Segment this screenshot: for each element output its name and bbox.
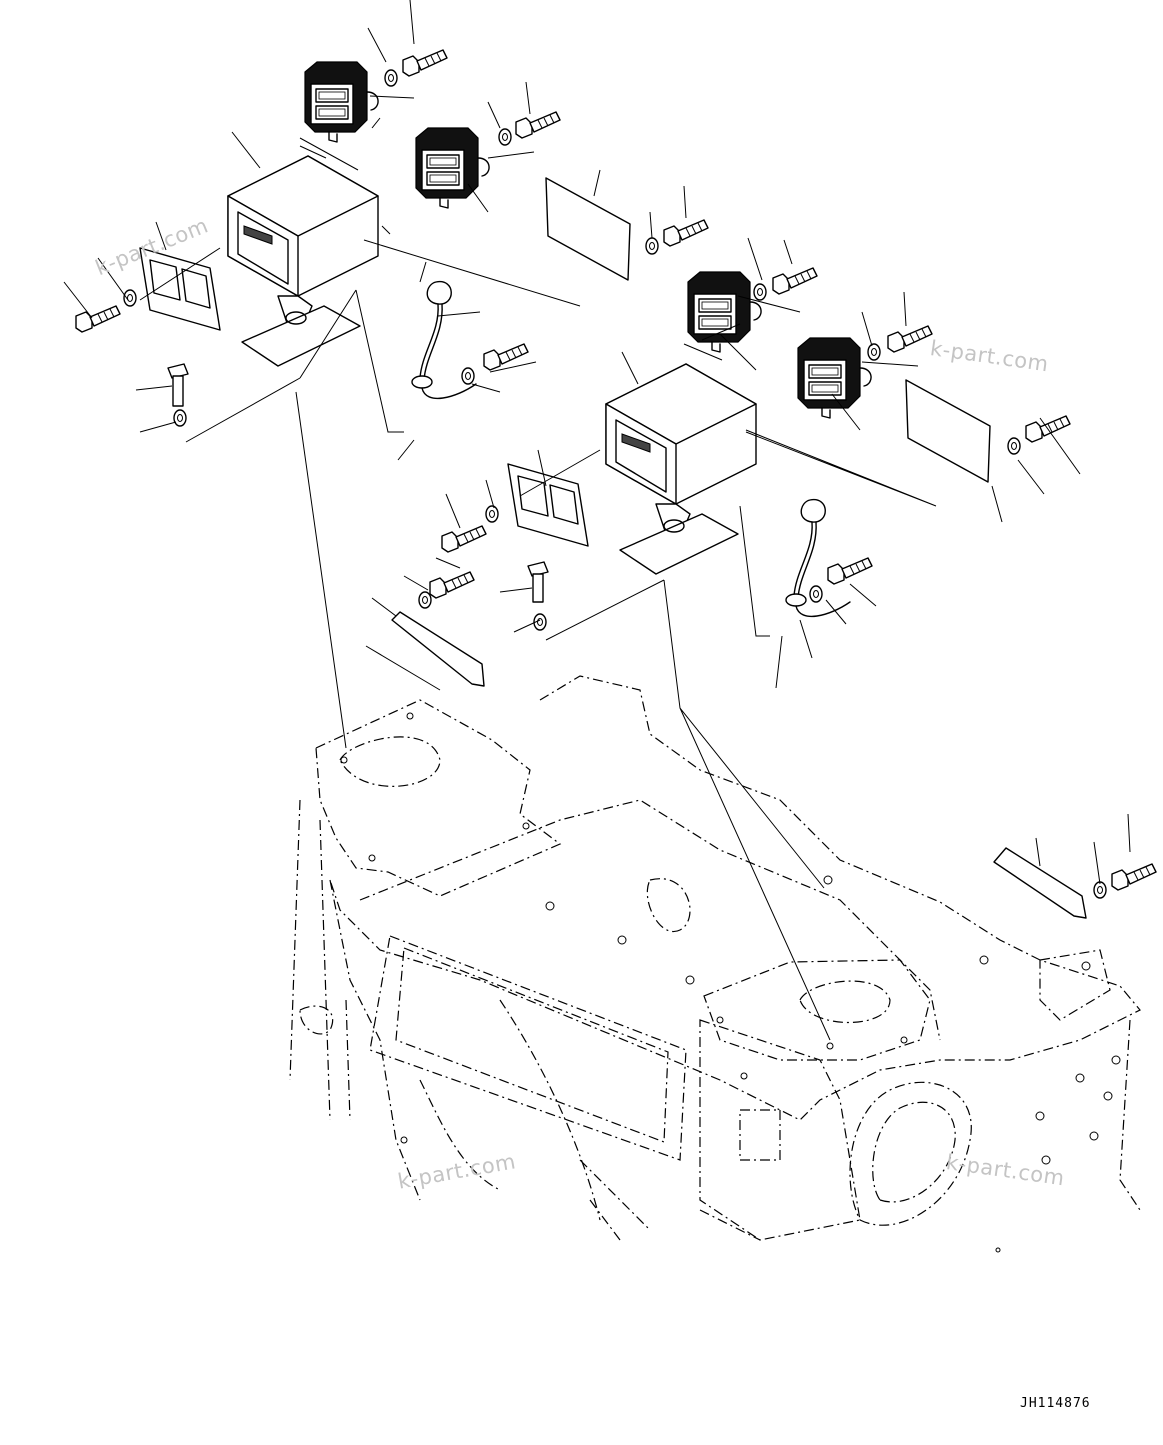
cover-plate-icon bbox=[545, 177, 631, 281]
left-lamp-assembly bbox=[75, 49, 709, 427]
lamp-bracket-icon bbox=[227, 155, 379, 367]
bolt-icon bbox=[515, 111, 561, 139]
bolt-icon bbox=[429, 571, 475, 599]
washer-icon bbox=[461, 367, 475, 385]
work-lamp-icon bbox=[304, 61, 379, 143]
lamp-bracket-icon bbox=[605, 363, 757, 575]
bolt-icon bbox=[402, 49, 448, 77]
bolt-icon bbox=[167, 363, 189, 407]
bolt-icon bbox=[527, 561, 549, 603]
bolt-icon bbox=[1111, 863, 1157, 891]
bolt-icon bbox=[441, 525, 487, 553]
leader-lines bbox=[63, 0, 1131, 1041]
gasket-plate-icon bbox=[139, 247, 221, 331]
washer-icon bbox=[384, 69, 398, 87]
right-lamp-assembly bbox=[391, 267, 1157, 919]
bolt-icon bbox=[772, 267, 818, 295]
work-lamp-icon bbox=[415, 127, 490, 209]
washer-icon bbox=[645, 237, 659, 255]
bolt-icon bbox=[887, 325, 933, 353]
washer-icon bbox=[498, 128, 512, 146]
washer-icon bbox=[809, 585, 823, 603]
washer-icon bbox=[485, 505, 499, 523]
cover-plate-icon bbox=[905, 379, 991, 483]
bolt-icon bbox=[483, 343, 529, 371]
bolt-icon bbox=[827, 557, 873, 585]
washer-icon bbox=[123, 289, 137, 307]
work-lamp-icon bbox=[797, 337, 872, 419]
machine-frame-icon bbox=[289, 675, 1141, 1253]
washer-icon bbox=[173, 409, 187, 427]
bolt-icon bbox=[75, 305, 121, 333]
washer-icon bbox=[753, 283, 767, 301]
cover-plate-icon bbox=[993, 847, 1087, 919]
bolt-icon bbox=[663, 219, 709, 247]
washer-icon bbox=[418, 591, 432, 609]
gasket-plate-icon bbox=[507, 463, 589, 547]
washer-icon bbox=[1007, 437, 1021, 455]
washer-icon bbox=[867, 343, 881, 361]
drawing-number: JH114876 bbox=[1020, 1396, 1091, 1411]
cover-plate-icon bbox=[391, 611, 485, 687]
washer-icon bbox=[1093, 881, 1107, 899]
work-lamp-icon bbox=[687, 271, 762, 353]
